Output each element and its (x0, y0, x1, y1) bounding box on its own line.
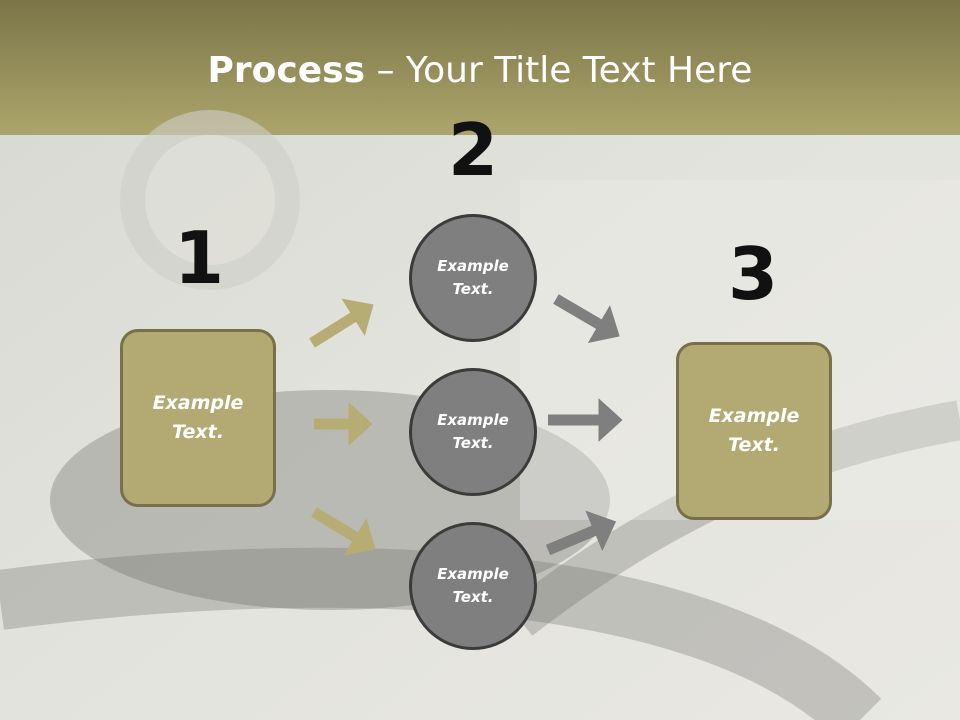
step-2-number: 2 (447, 108, 499, 192)
title-bold: Process (207, 50, 366, 91)
step-3-box: Example Text. (676, 342, 832, 520)
circle-bottom-text: Example Text. (437, 565, 509, 606)
circle-bottom: Example Text. (409, 522, 537, 650)
step-3-number: 3 (727, 232, 779, 316)
circle-top: Example Text. (409, 214, 537, 342)
circle-top-text: Example Text. (437, 257, 509, 298)
step-3-text: Example Text. (708, 405, 800, 456)
circle-middle-text: Example Text. (437, 411, 509, 452)
page-title: Process – Your Title Text Here (0, 50, 960, 91)
step-1-box: Example Text. (120, 329, 276, 507)
step-1-text: Example Text. (152, 392, 244, 443)
circle-middle: Example Text. (409, 368, 537, 496)
step-1-number: 1 (173, 216, 225, 300)
title-rest: – Your Title Text Here (365, 50, 753, 91)
